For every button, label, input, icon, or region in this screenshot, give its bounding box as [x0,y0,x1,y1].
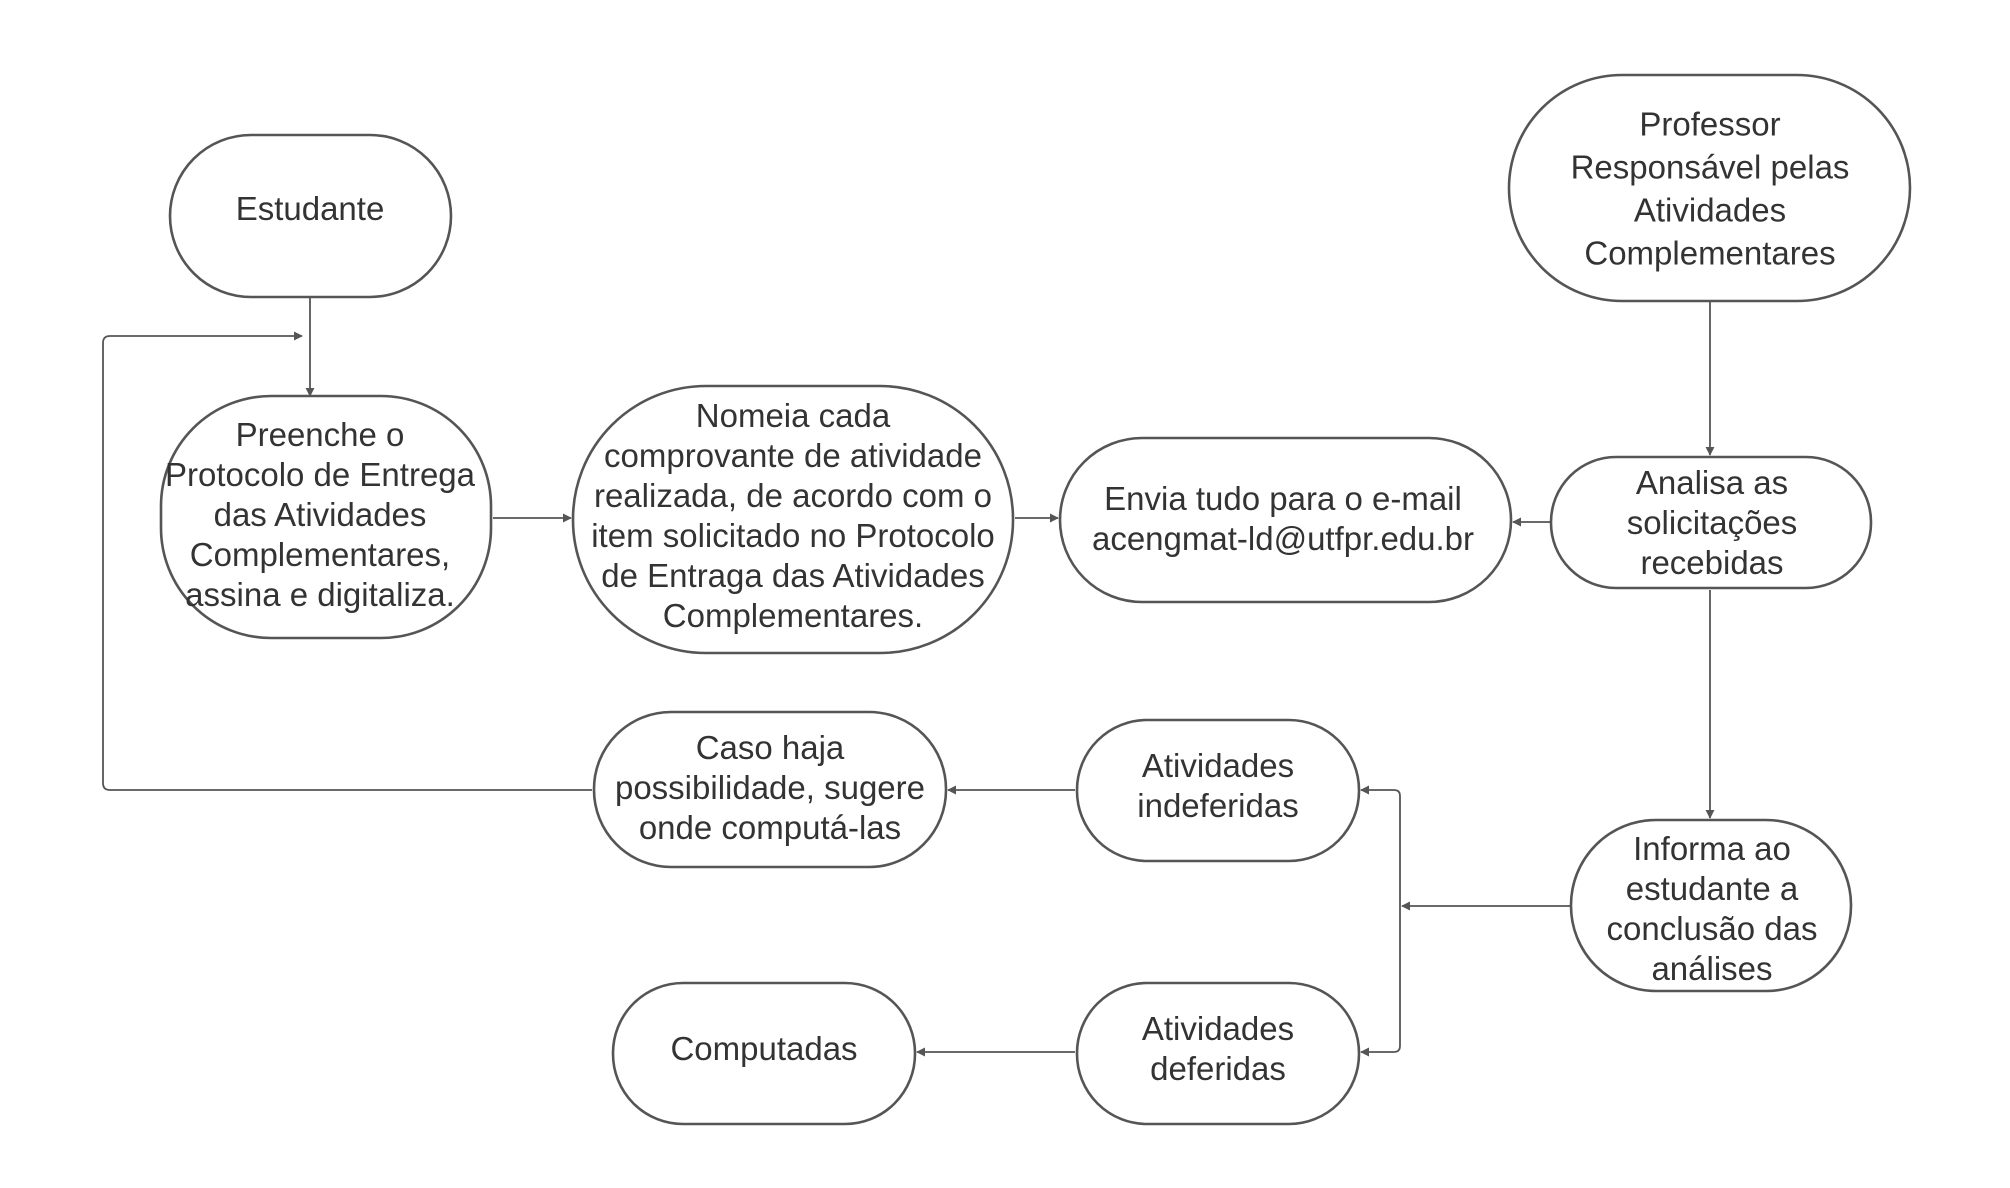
preenche-line: assina e digitaliza. [185,576,455,613]
caso-line: onde computá-las [639,809,901,846]
indeferidas-line: Atividades [1142,747,1294,784]
nomeia-line: comprovante de atividade [604,437,982,474]
edges [102,297,1715,1057]
analisa-line: Analisa as [1636,464,1788,501]
nomeia-line: item solicitado no Protocolo [591,517,995,554]
edge-branch-deferidas [1360,906,1401,1057]
informa-line: conclusão das [1607,910,1818,947]
edge-caso-loopback [102,331,592,791]
informa-line: análises [1651,950,1772,987]
indeferidas-line: indeferidas [1137,787,1298,824]
professor-line: Atividades [1634,191,1786,228]
node-computadas-text: Computadas [670,1030,857,1067]
node-computadas: Computadas [611,981,917,1126]
analisa-line: recebidas [1640,544,1783,581]
caso-line: Caso haja [696,729,845,766]
envia-line: acengmat-ld@utfpr.edu.br [1092,520,1474,557]
preenche-line: Preenche o [236,416,405,453]
nomeia-line: realizada, de acordo com o [594,477,992,514]
nomeia-line: de Entraga das Atividades [601,557,984,594]
node-estudante: Estudante [168,133,453,299]
estudante-line: Estudante [236,190,385,227]
preenche-line: das Atividades [214,496,427,533]
informa-line: Informa ao [1633,830,1791,867]
professor-line: Professor [1639,105,1780,142]
computadas-line: Computadas [670,1030,857,1067]
deferidas-line: Atividades [1142,1010,1294,1047]
professor-line: Complementares [1584,234,1835,271]
envia-line: Envia tudo para o e-mail [1104,480,1462,517]
edge-branch-indeferidas [1360,785,1401,906]
nomeia-line: Complementares. [663,597,923,634]
deferidas-line: deferidas [1150,1050,1286,1087]
professor-line: Responsável pelas [1571,148,1850,185]
caso-line: possibilidade, sugere [615,769,925,806]
informa-line: estudante a [1626,870,1799,907]
node-estudante-text: Estudante [236,190,385,227]
preenche-line: Complementares, [190,536,450,573]
analisa-line: solicitações [1627,504,1798,541]
nomeia-line: Nomeia cada [696,397,891,434]
preenche-line: Protocolo de Entrega [165,456,476,493]
